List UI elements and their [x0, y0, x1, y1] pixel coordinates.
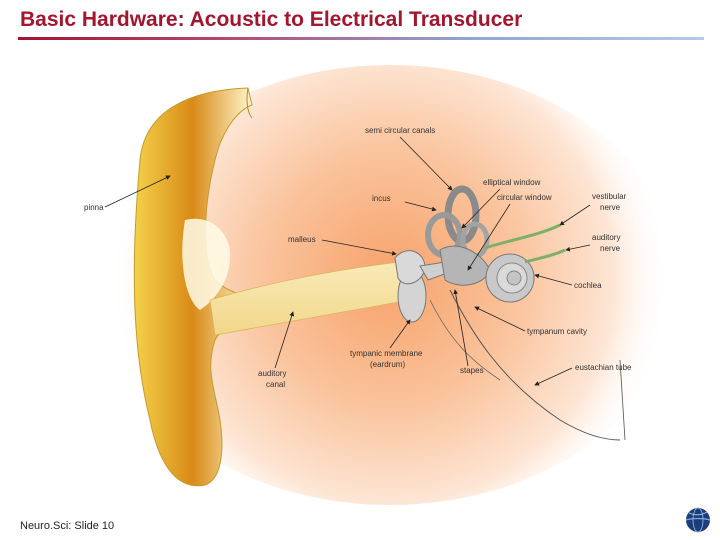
label-stapes: stapes	[460, 366, 484, 375]
label-auditory-nerve-1: auditory	[592, 233, 620, 242]
label-eustachian-tube: eustachian tube	[575, 363, 632, 372]
slide-footer: Neuro.Sci: Slide 10	[20, 520, 115, 532]
skull-outline	[619, 359, 626, 441]
leader-eustachian-tube	[534, 367, 573, 386]
vestibular-nerve	[484, 223, 561, 250]
label-tympanic-membrane-2: (eardrum)	[370, 360, 405, 369]
label-tympanic-membrane-1: tympanic membrane	[350, 349, 423, 358]
label-elliptical-window: elliptical window	[483, 178, 541, 187]
label-auditory-canal-1: auditory	[258, 369, 286, 378]
leader-vestibular-nerve	[559, 204, 591, 226]
label-incus: incus	[372, 194, 391, 203]
leader-pinna	[104, 175, 171, 208]
title-divider	[18, 37, 704, 40]
tympanum-outline	[429, 299, 501, 381]
leader-circular-window	[467, 203, 511, 271]
leader-semi-circular-canals	[399, 136, 453, 191]
pinna-rim	[246, 87, 253, 119]
leader-auditory-nerve	[565, 244, 591, 252]
label-cochlea: cochlea	[574, 281, 602, 290]
label-vestibular-nerve-2: nerve	[600, 203, 621, 212]
leader-tympanic-membrane	[389, 319, 411, 349]
leader-auditory-canal	[274, 311, 295, 369]
label-pinna: pinna	[84, 203, 104, 212]
cochlea-inner	[506, 270, 522, 286]
leader-malleus	[321, 239, 397, 256]
label-auditory-canal-2: canal	[266, 380, 285, 389]
label-auditory-nerve-2: nerve	[600, 244, 621, 253]
auditory-nerve	[524, 248, 566, 264]
leader-tympanum-cavity	[474, 306, 526, 332]
slide-title: Basic Hardware: Acoustic to Electrical T…	[20, 8, 523, 31]
leader-elliptical-window	[461, 188, 501, 229]
label-circular-window: circular window	[497, 193, 552, 202]
leader-stapes	[453, 289, 469, 367]
label-tympanum-cavity: tympanum cavity	[527, 327, 587, 336]
label-malleus: malleus	[288, 235, 316, 244]
globe-logo-icon	[685, 507, 711, 533]
leader-incus	[404, 201, 437, 212]
label-vestibular-nerve-1: vestibular	[592, 192, 627, 201]
label-semi-circular-canals: semi circular canals	[365, 126, 435, 135]
concha-highlight	[182, 218, 231, 310]
leader-cochlea	[534, 273, 573, 286]
eustachian-tube	[449, 289, 621, 441]
